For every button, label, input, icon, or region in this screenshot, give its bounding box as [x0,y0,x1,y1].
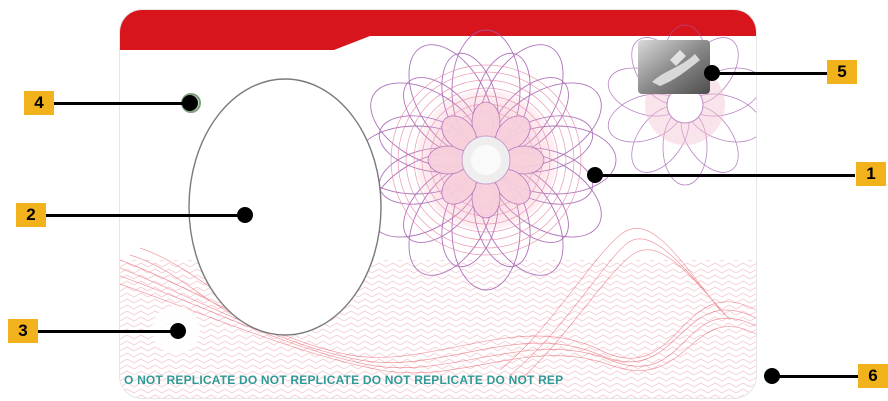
photo-oval [189,79,381,335]
callout-line-5 [712,72,827,75]
callout-line-4 [54,102,190,105]
callout-badge-3: 3 [8,319,38,343]
callout-line-2 [46,214,245,217]
microprint-text: O NOT REPLICATE DO NOT REPLICATE DO NOT … [124,373,756,387]
callout-badge-5: 5 [827,60,857,84]
callout-line-1 [595,174,855,177]
hologram-patch [638,40,710,94]
callout-line-6 [772,375,858,378]
card-artwork [120,10,756,398]
id-card: O NOT REPLICATE DO NOT REPLICATE DO NOT … [120,10,756,398]
callout-line-3 [38,330,178,333]
callout-badge-6: 6 [858,364,888,388]
big-rosette [356,30,616,290]
callout-badge-1: 1 [856,162,886,186]
callout-badge-2: 2 [16,203,46,227]
callout-badge-4: 4 [24,91,54,115]
